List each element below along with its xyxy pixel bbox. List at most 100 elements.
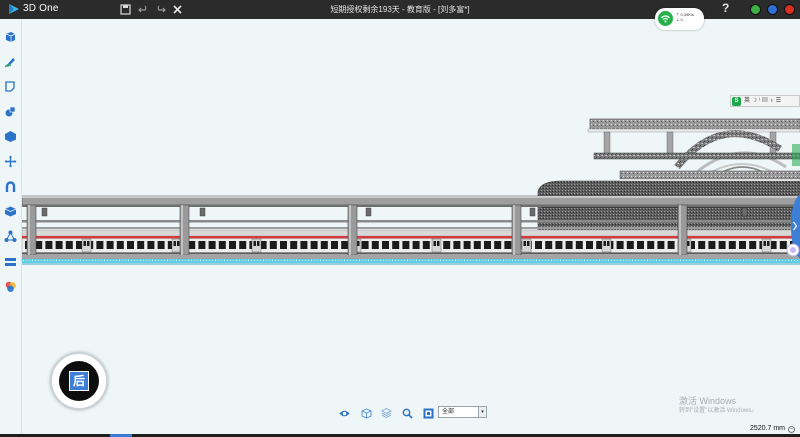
view-cube-face[interactable]: 后 [69,371,89,391]
ime-toolbar[interactable]: S 英 ☽ ⁾ ▤ ♁ ☰ [730,95,800,107]
train-window [616,241,624,249]
train-window [290,241,298,249]
train-door-window [433,241,436,246]
redo-icon[interactable] [153,2,168,17]
train-door [81,238,92,253]
train-door-window [687,241,690,246]
fit-view-icon[interactable] [423,408,434,419]
train-window [116,241,124,249]
taskbar-active-item[interactable] [110,434,132,437]
support-pillars [26,204,688,256]
train-window [320,241,328,249]
train-door-window [253,241,256,246]
train-door-window [527,241,530,246]
train-door-window [763,241,766,246]
minimize-button[interactable] [750,4,761,15]
pattern-icon[interactable] [4,255,17,268]
pillar-highlight [679,205,681,255]
basic-solid-icon[interactable] [4,30,17,43]
train-door-window [177,241,180,246]
ime-mode-indicator[interactable]: 英 ☽ ⁾ ▤ ♁ ☰ [744,98,782,104]
pillar-highlight [28,205,30,255]
train-window [586,241,593,249]
watermark-title: 激活 Windows [679,396,737,406]
combine-edit-icon[interactable] [4,205,17,218]
basic-edit-icon[interactable] [4,155,17,168]
sogou-logo-icon: S [732,97,741,106]
train-window [698,241,706,249]
train-window [65,241,73,249]
network-speed-widget[interactable]: ⇡ 0.39K/s ⇣ 0 [655,8,704,30]
train-door [521,238,532,253]
distance-measure-icon[interactable] [4,230,17,243]
train-window [96,241,104,249]
scene-model[interactable] [21,19,800,437]
train-window [688,241,695,249]
left-toolbar [0,19,22,437]
app-logo-icon [9,4,19,14]
unit-toggle-button[interactable]: – [788,426,795,433]
3d-viewport[interactable] [21,19,800,437]
sketch-edit-icon[interactable] [4,80,17,93]
eye-icon[interactable] [339,408,350,419]
train-door-window [83,241,86,246]
train-window [198,241,206,249]
save-icon[interactable] [118,2,133,17]
train-window [147,241,155,249]
train-window [55,241,63,249]
train-window [208,241,216,249]
side-panel-handle[interactable] [788,194,800,259]
restore-button[interactable] [767,4,778,15]
wifi-icon [658,11,673,26]
help-button[interactable]: ? [722,1,730,15]
upload-speed: 0.39K/s [680,12,695,17]
feature-modeling-icon[interactable] [4,105,17,118]
train-window [35,241,43,249]
network-speed-readout: ⇡ 0.39K/s ⇣ 0 [676,12,695,22]
view-layout-icon[interactable] [381,408,392,419]
hanging-sign [41,207,48,217]
train-window [402,241,410,249]
train-window [76,241,83,249]
train-window [718,241,726,249]
train-window [331,241,338,249]
train-window [137,241,145,249]
undo-icon[interactable] [136,2,151,17]
download-speed: 0 [680,17,683,22]
train-window [453,241,461,249]
train-window [218,241,226,249]
pillar-highlight [513,205,515,255]
view-cube[interactable]: 后 [50,352,108,410]
train-window [667,241,675,249]
train-door [251,238,262,253]
train-window [412,241,420,249]
sketch-icon[interactable] [4,55,17,68]
magnet-icon[interactable] [4,180,17,193]
train-window [473,241,481,249]
app-name: 3D One [23,3,59,14]
train-window [361,241,369,249]
train-window [708,241,716,249]
train-window [45,241,53,249]
train-door-window [437,241,440,246]
color-icon[interactable] [4,280,17,293]
close-icon[interactable] [170,2,185,17]
layer-select[interactable]: 全部 ▾ [438,406,487,418]
train-window [127,241,134,249]
train-door-window [87,241,90,246]
special-function-icon[interactable] [4,130,17,143]
train-window [504,241,512,249]
train-window [657,241,665,249]
train-window [229,241,236,249]
hanging-signs [41,207,748,217]
train-window [188,241,196,249]
train-window [779,241,787,249]
render-mode-icon[interactable] [361,408,372,419]
title-bar: 3D One 短期授权剩余193天 - 教育版 - [刘多富*] ? [0,0,800,19]
train-window [463,241,471,249]
train-window [555,241,563,249]
zoom-icon[interactable] [402,408,413,419]
close-window-button[interactable] [784,4,795,15]
train-window [310,241,318,249]
train-window [484,241,491,249]
